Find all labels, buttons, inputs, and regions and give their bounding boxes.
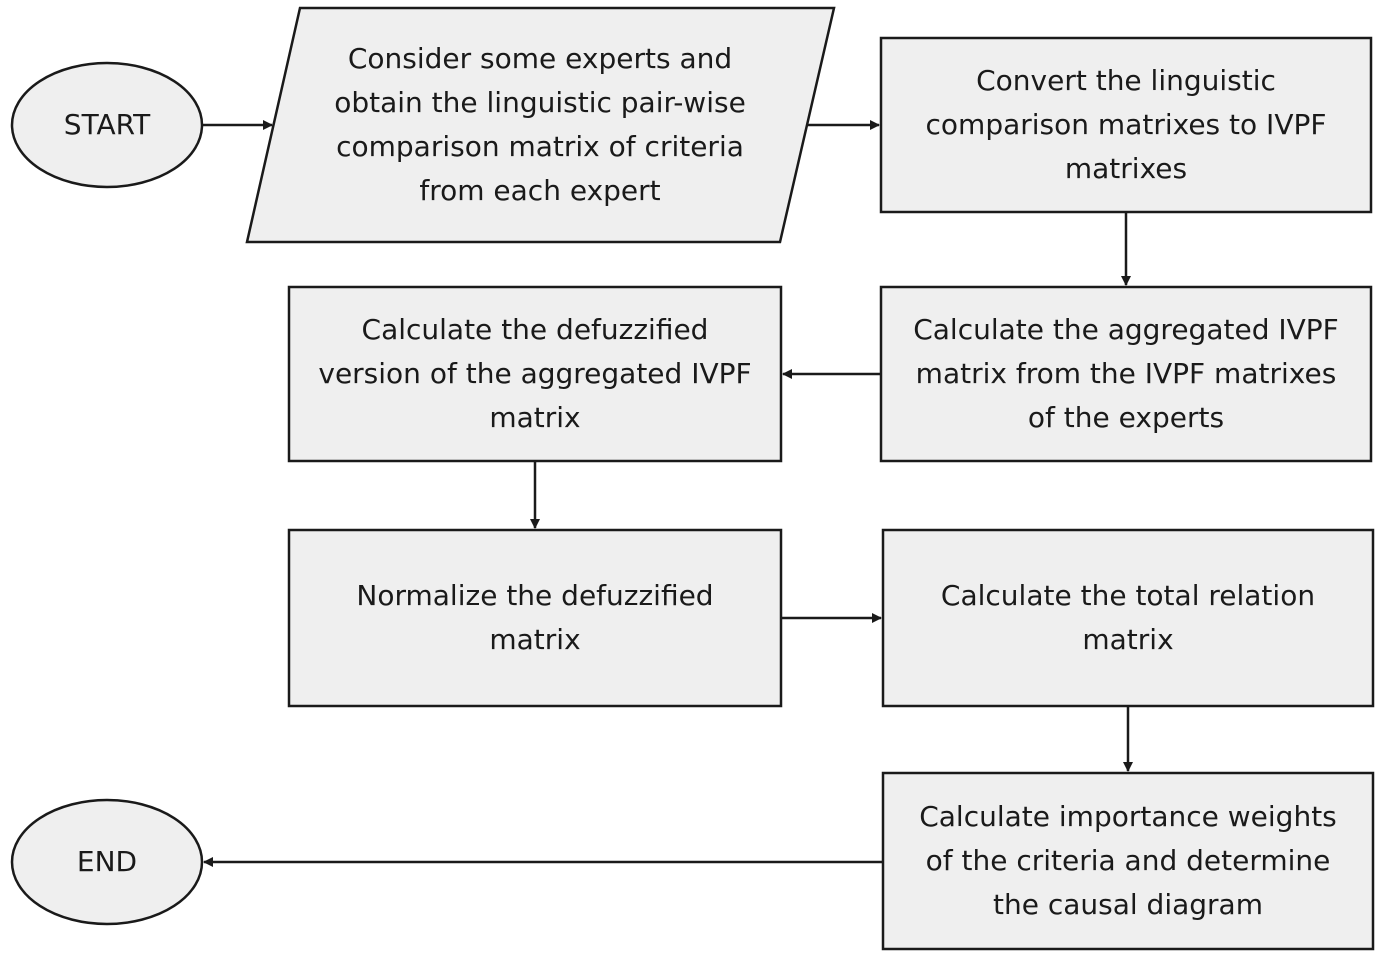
total-relation-box <box>881 528 1375 708</box>
convert-label: Convert the linguistic comparison matrix… <box>925 64 1327 185</box>
normalize-label: Normalize the defuzzified matrix <box>356 579 714 656</box>
aggregate-box <box>879 285 1373 463</box>
convert-box <box>879 36 1373 214</box>
total-relation-label: Calculate the total relation matrix <box>940 579 1316 656</box>
start-label: START <box>63 108 151 141</box>
defuzzify-label: Calculate the defuzzified version of the… <box>318 313 752 434</box>
end-label: END <box>76 845 138 878</box>
defuzzify-box <box>287 285 783 463</box>
experts-label: Consider some experts and obtain the lin… <box>334 42 746 207</box>
end-terminal <box>10 798 204 926</box>
weights-label: Calculate importance weights of the crit… <box>919 800 1337 921</box>
aggregate-label: Calculate the aggregated IVPF matrix fro… <box>913 313 1339 434</box>
experts-input-shape <box>245 6 836 244</box>
normalize-box <box>287 528 783 708</box>
